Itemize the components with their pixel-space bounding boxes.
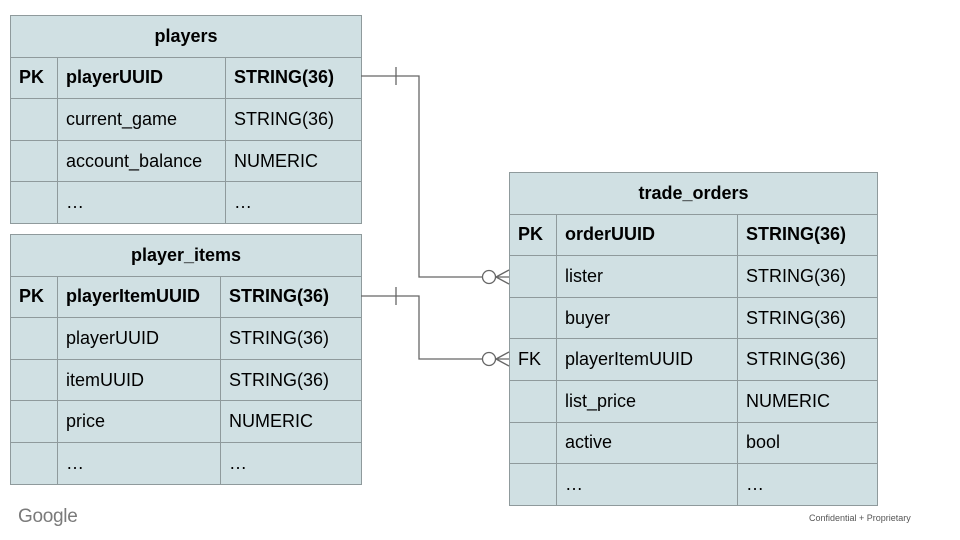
table-row: … … — [10, 181, 363, 224]
column-name-cell: current_game — [57, 98, 226, 141]
key-cell: PK — [10, 275, 58, 319]
table-name: players — [9, 15, 363, 58]
column-name-cell: price — [57, 400, 221, 443]
table-title-row: player_items — [9, 234, 363, 277]
key-cell — [509, 463, 557, 506]
key-cell: PK — [10, 56, 58, 100]
table-row: current_game STRING(36) — [10, 98, 363, 141]
table-name: trade_orders — [508, 172, 879, 215]
column-name-cell: … — [57, 441, 221, 485]
column-name-cell: lister — [556, 255, 738, 298]
key-cell: PK — [509, 213, 557, 257]
key-cell — [509, 379, 557, 423]
table-row: FK playerItemUUID STRING(36) — [509, 338, 879, 381]
column-name-cell: playerItemUUID — [57, 275, 221, 319]
column-type-cell: STRING(36) — [736, 213, 879, 257]
column-type-cell: STRING(36) — [219, 275, 363, 319]
key-cell — [10, 139, 58, 183]
table-title-row: trade_orders — [508, 172, 879, 215]
column-type-cell: STRING(36) — [736, 296, 879, 340]
column-type-cell: STRING(36) — [224, 98, 363, 141]
column-type-cell: STRING(36) — [219, 317, 363, 360]
column-name-cell: playerUUID — [57, 56, 226, 100]
players-table: players PK playerUUID STRING(36) current… — [9, 15, 363, 224]
column-type-cell: … — [219, 441, 363, 485]
key-cell — [10, 98, 58, 141]
relationship-player-items-to-trade-orders — [361, 287, 510, 367]
column-type-cell: … — [224, 181, 363, 224]
table-row: PK orderUUID STRING(36) — [509, 213, 879, 257]
table-row: … … — [10, 441, 363, 485]
table-row: itemUUID STRING(36) — [10, 358, 363, 402]
column-name-cell: playerItemUUID — [556, 338, 738, 381]
table-row: price NUMERIC — [10, 400, 363, 443]
table-name: player_items — [9, 234, 363, 277]
table-row: account_balance NUMERIC — [10, 139, 363, 183]
column-type-cell: STRING(36) — [224, 56, 363, 100]
column-name-cell: list_price — [556, 379, 738, 423]
key-cell — [509, 421, 557, 465]
table-row: PK playerUUID STRING(36) — [10, 56, 363, 100]
table-row: lister STRING(36) — [509, 255, 879, 298]
zero-marker — [481, 351, 497, 367]
table-row: … … — [509, 463, 879, 506]
column-type-cell: STRING(36) — [736, 255, 879, 298]
column-name-cell: account_balance — [57, 139, 226, 183]
column-name-cell: active — [556, 421, 738, 465]
column-name-cell: orderUUID — [556, 213, 738, 257]
column-name-cell: playerUUID — [57, 317, 221, 360]
key-cell — [10, 441, 58, 485]
table-row: buyer STRING(36) — [509, 296, 879, 340]
column-name-cell: … — [556, 463, 738, 506]
zero-marker — [481, 269, 497, 285]
table-title-row: players — [9, 15, 363, 58]
key-cell — [509, 296, 557, 340]
player-items-table: player_items PK playerItemUUID STRING(36… — [9, 234, 363, 485]
key-cell — [10, 358, 58, 402]
column-type-cell: NUMERIC — [224, 139, 363, 183]
confidentiality-note: Confidential + Proprietary — [809, 513, 911, 523]
column-type-cell: STRING(36) — [736, 338, 879, 381]
column-type-cell: STRING(36) — [219, 358, 363, 402]
key-cell — [509, 255, 557, 298]
column-name-cell: buyer — [556, 296, 738, 340]
column-type-cell: bool — [736, 421, 879, 465]
column-name-cell: … — [57, 181, 226, 224]
google-logo: Google — [18, 506, 78, 527]
column-type-cell: … — [736, 463, 879, 506]
key-cell — [10, 181, 58, 224]
many-marker — [495, 351, 510, 367]
table-row: PK playerItemUUID STRING(36) — [10, 275, 363, 319]
relationship-players-to-trade-orders — [361, 67, 510, 285]
column-name-cell: itemUUID — [57, 358, 221, 402]
trade-orders-table: trade_orders PK orderUUID STRING(36) lis… — [508, 172, 879, 506]
many-marker — [495, 269, 510, 285]
table-row: list_price NUMERIC — [509, 379, 879, 423]
column-type-cell: NUMERIC — [219, 400, 363, 443]
table-row: active bool — [509, 421, 879, 465]
column-type-cell: NUMERIC — [736, 379, 879, 423]
table-row: playerUUID STRING(36) — [10, 317, 363, 360]
key-cell — [10, 400, 58, 443]
key-cell — [10, 317, 58, 360]
key-cell: FK — [509, 338, 557, 381]
